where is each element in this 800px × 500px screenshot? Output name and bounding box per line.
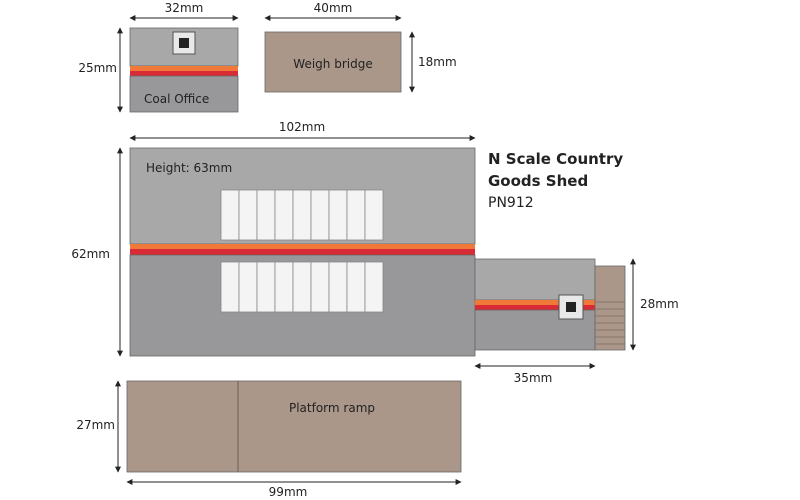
coal-office-label: Coal Office (144, 92, 209, 106)
platform-ramp-height: 27mm (76, 418, 115, 432)
lower-roof-windows (220, 261, 384, 313)
platform-ramp-label: Platform ramp (289, 401, 375, 415)
coal-office-height: 25mm (78, 61, 117, 75)
upper-roof-windows (220, 189, 384, 241)
weigh-bridge-width: 40mm (314, 1, 353, 15)
shed-height-note: Height: 63mm (146, 161, 232, 175)
annex-width: 35mm (514, 371, 553, 385)
annex-office (474, 258, 596, 351)
title-line-2: Goods Shed (488, 172, 588, 190)
platform-ramp-width: 99mm (269, 485, 308, 499)
steps (594, 265, 626, 351)
shed-depth: 62mm (71, 247, 110, 261)
coal-office: Coal Office (129, 27, 239, 113)
weigh-bridge-label: Weigh bridge (293, 57, 372, 71)
platform-ramp: Platform ramp (126, 380, 462, 473)
weigh-bridge: Weigh bridge (264, 31, 402, 93)
shed-width: 102mm (279, 120, 325, 134)
title-line-1: N Scale Country (488, 150, 623, 168)
product-code: PN912 (488, 195, 534, 211)
weigh-bridge-height: 18mm (418, 55, 457, 69)
coal-office-width: 32mm (165, 1, 204, 15)
annex-height: 28mm (640, 297, 679, 311)
goods-shed: Height: 63mm (129, 147, 476, 357)
